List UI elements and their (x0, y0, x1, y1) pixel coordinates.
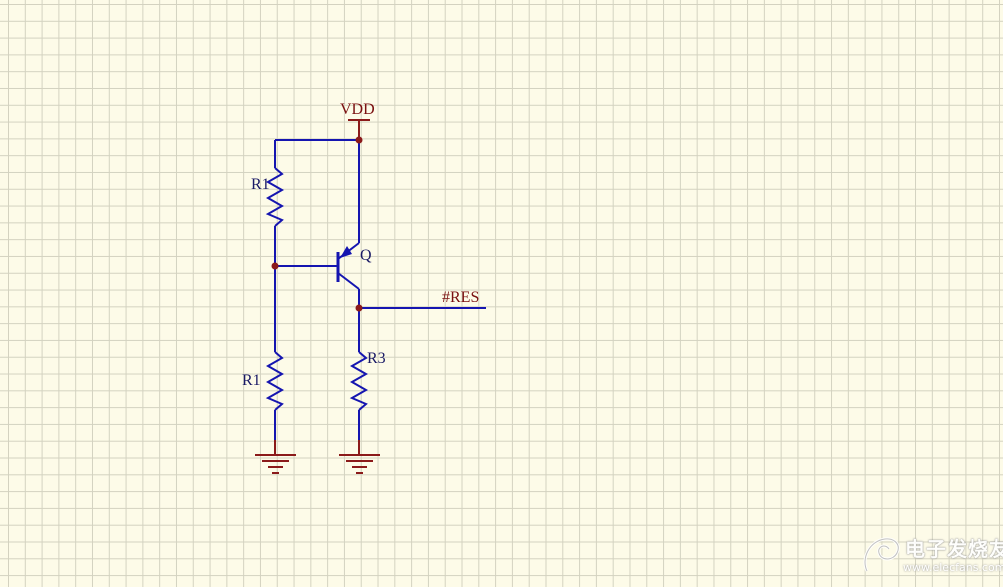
label-r3: R3 (367, 350, 386, 367)
watermark-url: www.elecfans.com (903, 561, 1003, 574)
junction-vdd (355, 136, 363, 144)
label-r1-top: R1 (251, 176, 270, 193)
resistor-r3 (349, 351, 369, 411)
junction-collector (355, 304, 363, 312)
label-r1-bottom: R1 (242, 372, 261, 389)
ground-left-symbol (255, 440, 296, 474)
resistor-r1-bottom (265, 351, 285, 411)
ground-right-symbol (339, 440, 380, 474)
label-vdd: VDD (340, 101, 375, 118)
label-q: Q (360, 247, 372, 264)
watermark-swirl-icon (863, 537, 900, 572)
transistor-q (336, 140, 360, 308)
resistor-r1-top (265, 167, 285, 227)
junction-base (271, 262, 279, 270)
label-res: #RES (442, 289, 479, 306)
watermark-text: 电子发烧友 (905, 537, 1003, 561)
watermark-logo: 电子发烧友 www.elecfans.com (859, 531, 1003, 581)
